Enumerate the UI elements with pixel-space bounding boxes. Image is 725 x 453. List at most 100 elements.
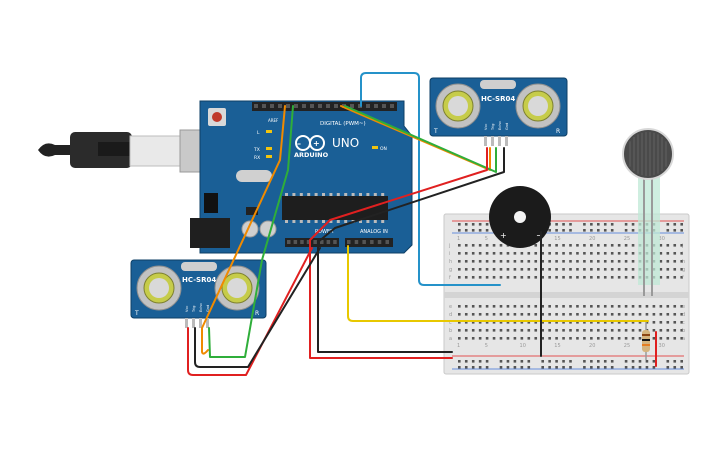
breadboard-hole <box>485 244 489 247</box>
breadboard-hole <box>555 337 558 340</box>
breadboard-hole <box>464 321 468 324</box>
breadboard-hole <box>471 305 475 308</box>
breadboard-hole <box>597 260 600 263</box>
svg-text:–: – <box>297 139 301 148</box>
breadboard-hole <box>624 321 628 324</box>
breadboard-hole <box>666 329 670 332</box>
breadboard-hole <box>527 321 531 324</box>
breadboard-hole <box>583 223 586 226</box>
breadboard-hole <box>506 321 510 324</box>
header-hole <box>390 104 394 108</box>
breadboard-hole <box>603 229 607 232</box>
breadboard-hole <box>645 313 649 316</box>
breadboard-hole <box>659 252 663 255</box>
breadboard-hole <box>492 244 496 247</box>
breadboard-hole <box>555 360 558 363</box>
sensor-bottom-pin-echo: Echo <box>199 303 203 312</box>
breadboard-hole <box>478 337 482 340</box>
sensor-bottom-pin-trig: Trig <box>192 306 196 313</box>
breadboard-hole <box>541 276 544 279</box>
breadboard-hole <box>673 321 677 324</box>
wire-red-vcc-bottom <box>187 247 313 376</box>
breadboard-row-label: g <box>682 267 685 273</box>
sensor-top-mark-r: R <box>556 128 560 135</box>
breadboard-col-label: 1 <box>457 236 460 242</box>
breadboard-hole <box>583 252 586 255</box>
breadboard-row-label: d <box>449 312 452 318</box>
breadboard-hole <box>506 276 510 279</box>
breadboard-hole <box>492 329 496 332</box>
breadboard-hole <box>569 321 572 324</box>
breadboard-hole <box>513 276 517 279</box>
breadboard-hole <box>610 260 614 263</box>
breadboard-hole <box>548 305 551 308</box>
breadboard-hole <box>673 360 677 363</box>
breadboard-hole <box>458 244 461 247</box>
breadboard-hole <box>603 337 607 340</box>
breadboard-hole <box>673 329 677 332</box>
breadboard-hole <box>534 252 538 255</box>
breadboard-hole <box>652 313 656 316</box>
breadboard-hole <box>506 305 510 308</box>
breadboard-hole <box>624 276 628 279</box>
breadboard-hole <box>471 366 475 369</box>
breadboard-hole <box>527 329 531 332</box>
header-hole <box>278 104 282 108</box>
breadboard-row-label: f <box>682 275 684 281</box>
breadboard-hole <box>666 337 670 340</box>
breadboard-hole <box>562 244 565 247</box>
breadboard-hole <box>548 313 551 316</box>
breadboard-hole <box>534 260 538 263</box>
breadboard-hole <box>603 321 607 324</box>
breadboard-hole <box>569 223 572 226</box>
breadboard-hole <box>471 268 475 271</box>
breadboard-hole <box>610 313 614 316</box>
breadboard-hole <box>631 276 635 279</box>
breadboard-hole <box>464 268 468 271</box>
breadboard-hole <box>680 305 683 308</box>
breadboard-hole <box>569 276 572 279</box>
breadboard-hole <box>548 260 551 263</box>
breadboard-hole <box>631 337 635 340</box>
usb-cable <box>38 129 207 173</box>
led-label-l: L <box>257 130 260 136</box>
breadboard-hole <box>506 360 510 363</box>
breadboard-hole <box>562 223 565 226</box>
breadboard-hole <box>534 321 538 324</box>
breadboard-hole <box>520 305 524 308</box>
breadboard-hole <box>513 268 517 271</box>
breadboard-hole <box>624 223 628 226</box>
breadboard-hole <box>464 329 468 332</box>
breadboard-hole <box>617 337 621 340</box>
wire-black-gnd-bottom <box>194 247 321 368</box>
breadboard-hole <box>666 252 670 255</box>
breadboard-hole <box>659 329 663 332</box>
breadboard-hole <box>499 313 503 316</box>
breadboard-hole <box>576 268 579 271</box>
breadboard-hole <box>485 321 489 324</box>
breadboard-hole <box>499 268 503 271</box>
breadboard-hole <box>464 360 468 363</box>
breadboard-row-label: b <box>449 328 452 334</box>
breadboard-hole <box>499 260 503 263</box>
breadboard-col-label: 25 <box>624 343 630 349</box>
breadboard-hole <box>458 321 461 324</box>
breadboard-hole <box>673 366 677 369</box>
breadboard-hole <box>652 305 656 308</box>
breadboard-hole <box>548 268 551 271</box>
breadboard-hole <box>513 366 517 369</box>
breadboard-hole <box>590 244 593 247</box>
breadboard-hole <box>464 229 468 232</box>
breadboard-hole <box>603 260 607 263</box>
breadboard-hole <box>555 366 558 369</box>
usb-connector <box>129 135 183 167</box>
breadboard-col-label: 1 <box>457 343 460 349</box>
breadboard-hole <box>569 252 572 255</box>
sensor-bottom-pin-gnd: Gnd <box>206 305 210 312</box>
breadboard-row-label: i <box>449 251 450 257</box>
breadboard-hole <box>513 360 517 363</box>
breadboard-hole <box>485 313 489 316</box>
breadboard-hole <box>631 260 635 263</box>
breadboard-row-label: j <box>448 243 450 249</box>
breadboard-hole <box>548 252 551 255</box>
